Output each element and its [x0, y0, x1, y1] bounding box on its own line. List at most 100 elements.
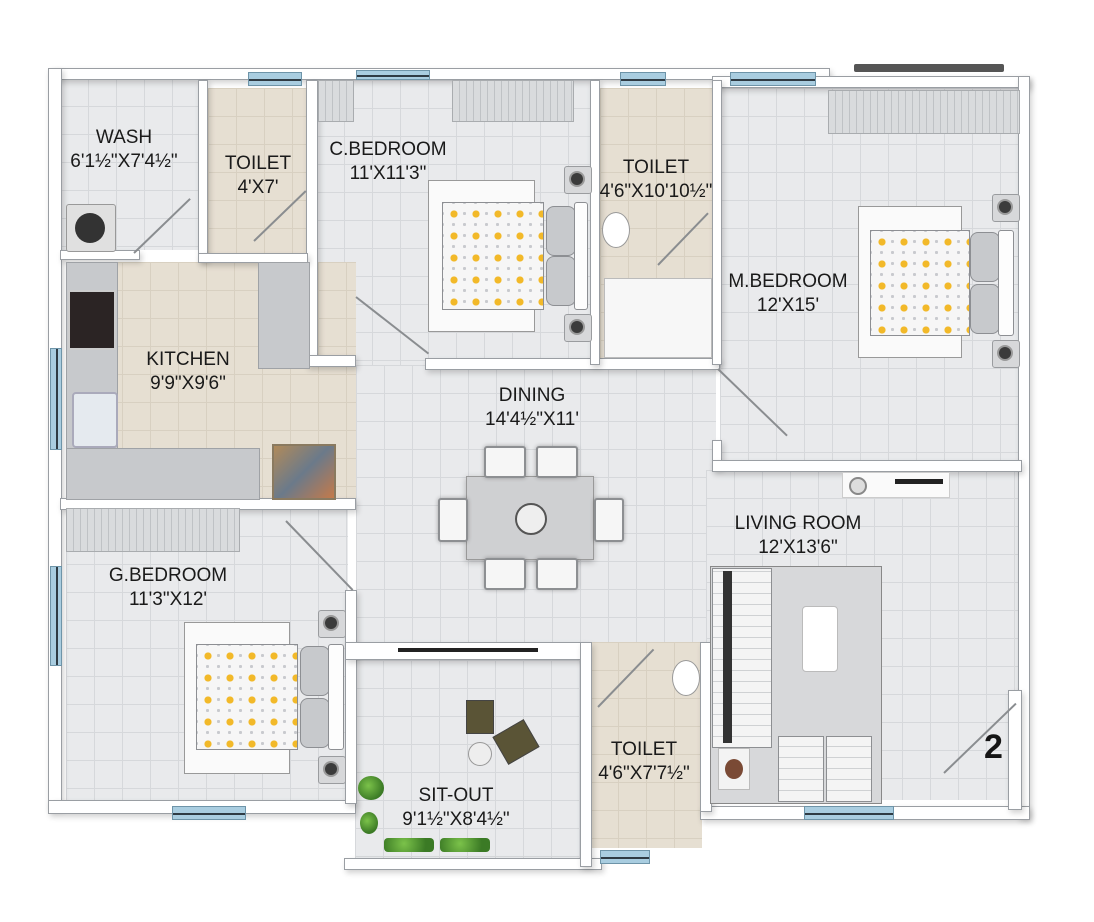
toilet-icon — [622, 800, 652, 840]
room-name: TOILET — [224, 153, 292, 174]
wall-living-right-lower — [1008, 690, 1022, 810]
wall-wash-toilet — [198, 80, 208, 260]
dining-chair — [536, 446, 578, 478]
outer-wall-bottom-mid — [344, 858, 602, 870]
window — [600, 850, 650, 864]
wall-wash-kitchen — [60, 250, 140, 260]
room-name: KITCHEN — [146, 349, 230, 370]
wall-mbed-living — [712, 460, 1022, 472]
kitchen-counter-bottom — [66, 448, 260, 500]
wall-toilet3-right — [700, 642, 712, 812]
room-label-c-bedroom: C.BEDROOM 11'X11'3" — [329, 138, 446, 186]
room-size: 4'6"X10'10½" — [599, 181, 713, 202]
room-label-m-bedroom: M.BEDROOM 12'X15' — [728, 270, 847, 318]
toilet-1-floor — [208, 88, 308, 253]
room-name: C.BEDROOM — [329, 139, 447, 160]
wardrobe — [452, 80, 574, 122]
wall-cbed-bottom-2 — [425, 358, 720, 370]
toilet-3-floor — [590, 642, 702, 848]
dining-chair — [594, 498, 624, 542]
stove-icon — [68, 290, 116, 350]
wall-mbed-bottom — [712, 440, 722, 468]
bed-m-bedroom — [858, 206, 1016, 358]
plant-icon — [360, 812, 378, 834]
plant-icon — [358, 776, 384, 800]
shower-area — [604, 278, 712, 358]
room-name: WASH — [95, 127, 153, 148]
nightstand-lamp-icon — [992, 194, 1020, 222]
washing-machine-icon — [66, 204, 116, 252]
sit-out-floor — [355, 660, 581, 860]
washbasin-icon — [602, 212, 630, 248]
dining-table — [466, 476, 594, 560]
nightstand-lamp-icon — [318, 610, 346, 638]
balcony-railing — [854, 64, 1004, 72]
dining-chair — [484, 446, 526, 478]
dining-chair — [484, 558, 526, 590]
wardrobe — [828, 90, 1020, 134]
room-label-toilet-3: TOILET 4'6"X7'7½" — [598, 738, 690, 786]
wall-gbed-right — [345, 590, 357, 804]
window — [172, 806, 246, 820]
wall-toilet1-bottom — [198, 253, 308, 263]
room-name: G.BEDROOM — [108, 565, 228, 586]
nightstand-lamp-icon — [564, 166, 592, 194]
wardrobe — [318, 80, 354, 122]
wall-cbed-bottom — [306, 355, 356, 367]
wall-kitchen-bottom — [60, 498, 356, 510]
armchair — [778, 736, 824, 802]
room-label-living-room: LIVING ROOM 12'X13'6" — [735, 512, 862, 560]
planter-icon — [384, 838, 434, 852]
room-size: 11'X11'3" — [349, 163, 427, 184]
sink-icon — [72, 392, 118, 448]
wall-cbed-toilet2 — [590, 80, 600, 365]
window — [356, 70, 430, 80]
window — [804, 806, 894, 820]
window — [730, 72, 816, 86]
side-table-lamp — [718, 748, 750, 790]
wardrobe — [66, 508, 240, 552]
nightstand-lamp-icon — [564, 314, 592, 342]
room-size: 6'1½"X7'4½" — [70, 151, 178, 172]
coffee-table — [802, 606, 838, 672]
room-size: 4'6"X7'7½" — [598, 763, 690, 784]
armchair — [826, 736, 872, 802]
room-label-kitchen: KITCHEN 9'9"X9'6" — [146, 348, 229, 396]
room-label-toilet-2: TOILET 4'6"X10'10½" — [600, 156, 713, 204]
room-label-toilet-1: TOILET 4'X7' — [225, 152, 291, 200]
nightstand-lamp-icon — [992, 340, 1020, 368]
room-name: LIVING ROOM — [734, 513, 862, 534]
washbasin-icon — [672, 660, 700, 696]
wall-sitout-right — [580, 642, 592, 867]
room-size: 12'X13'6" — [758, 537, 838, 558]
window — [50, 348, 62, 450]
planter-icon — [440, 838, 490, 852]
window — [50, 566, 62, 666]
room-label-sit-out: SIT-OUT 9'1½"X8'4½" — [402, 784, 509, 832]
room-name: SIT-OUT — [418, 785, 494, 806]
dining-floor — [356, 365, 716, 645]
room-label-wash: WASH 6'1½"X7'4½" — [70, 126, 177, 174]
fridge-icon — [272, 444, 336, 500]
kitchen-counter-right — [258, 262, 310, 369]
room-name: DINING — [498, 385, 566, 406]
bed-g-bedroom — [184, 622, 344, 774]
sliding-door — [398, 648, 538, 652]
nightstand-lamp-icon — [318, 756, 346, 784]
dining-chair — [438, 498, 468, 542]
toilet-icon — [654, 92, 684, 132]
wall-toilet2-mbed — [712, 80, 722, 365]
room-name: TOILET — [622, 157, 690, 178]
bed-c-bedroom — [428, 180, 588, 332]
tv-unit — [842, 472, 950, 498]
dining-chair — [536, 558, 578, 590]
outer-wall-right — [1018, 76, 1030, 818]
room-size: 4'X7' — [237, 177, 279, 198]
room-size: 14'4½"X11' — [485, 409, 579, 430]
room-size: 11'3"X12' — [128, 589, 208, 610]
unit-number: 2 — [984, 728, 1003, 766]
room-name: M.BEDROOM — [728, 271, 848, 292]
room-label-g-bedroom: G.BEDROOM 11'3"X12' — [109, 564, 227, 612]
window — [620, 72, 666, 86]
